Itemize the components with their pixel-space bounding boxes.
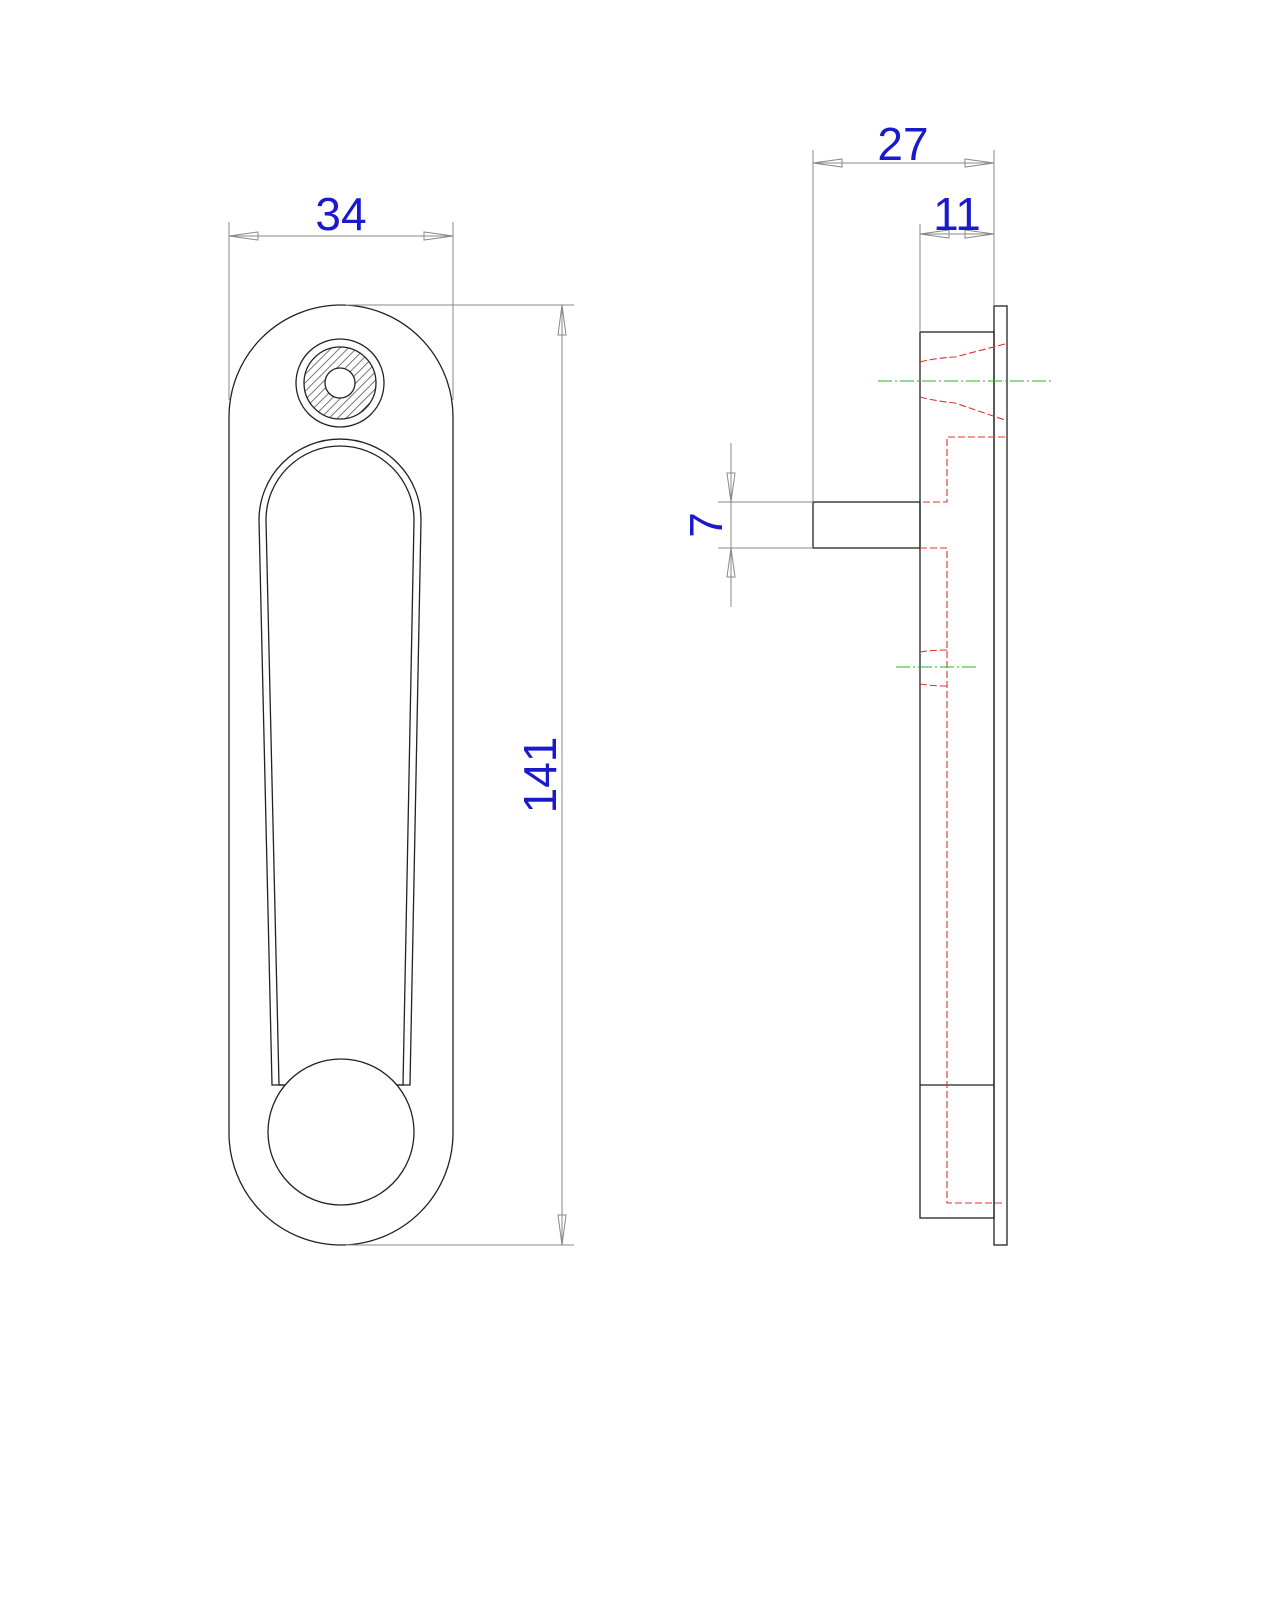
dimension-spindle-label: 7 [680, 512, 732, 538]
dimension-depth-total-label: 27 [877, 118, 928, 170]
spindle-outline [812, 501, 921, 549]
dimension-height: 141 [346, 304, 574, 1246]
recess-inner-outline [265, 445, 415, 1086]
front-view [228, 304, 454, 1246]
dimension-depth-total: 27 [812, 118, 995, 502]
dimension-height-label: 141 [514, 737, 566, 814]
dimension-spindle: 7 [680, 443, 813, 607]
finger-disc [267, 1058, 415, 1206]
dimension-width-label: 34 [315, 188, 366, 240]
side-plate-outline [993, 305, 1008, 1246]
dimension-depth-plate-label: 11 [933, 188, 981, 240]
dimension-depth-plate: 11 [919, 188, 995, 332]
dimension-width: 34 [228, 188, 454, 400]
hidden-lines [919, 343, 1006, 1204]
recess-outer-outline [258, 438, 422, 1086]
side-body-outline [919, 331, 995, 1219]
front-plate-outline [228, 304, 454, 1246]
side-view [812, 305, 1052, 1246]
screw-hole [295, 338, 385, 428]
